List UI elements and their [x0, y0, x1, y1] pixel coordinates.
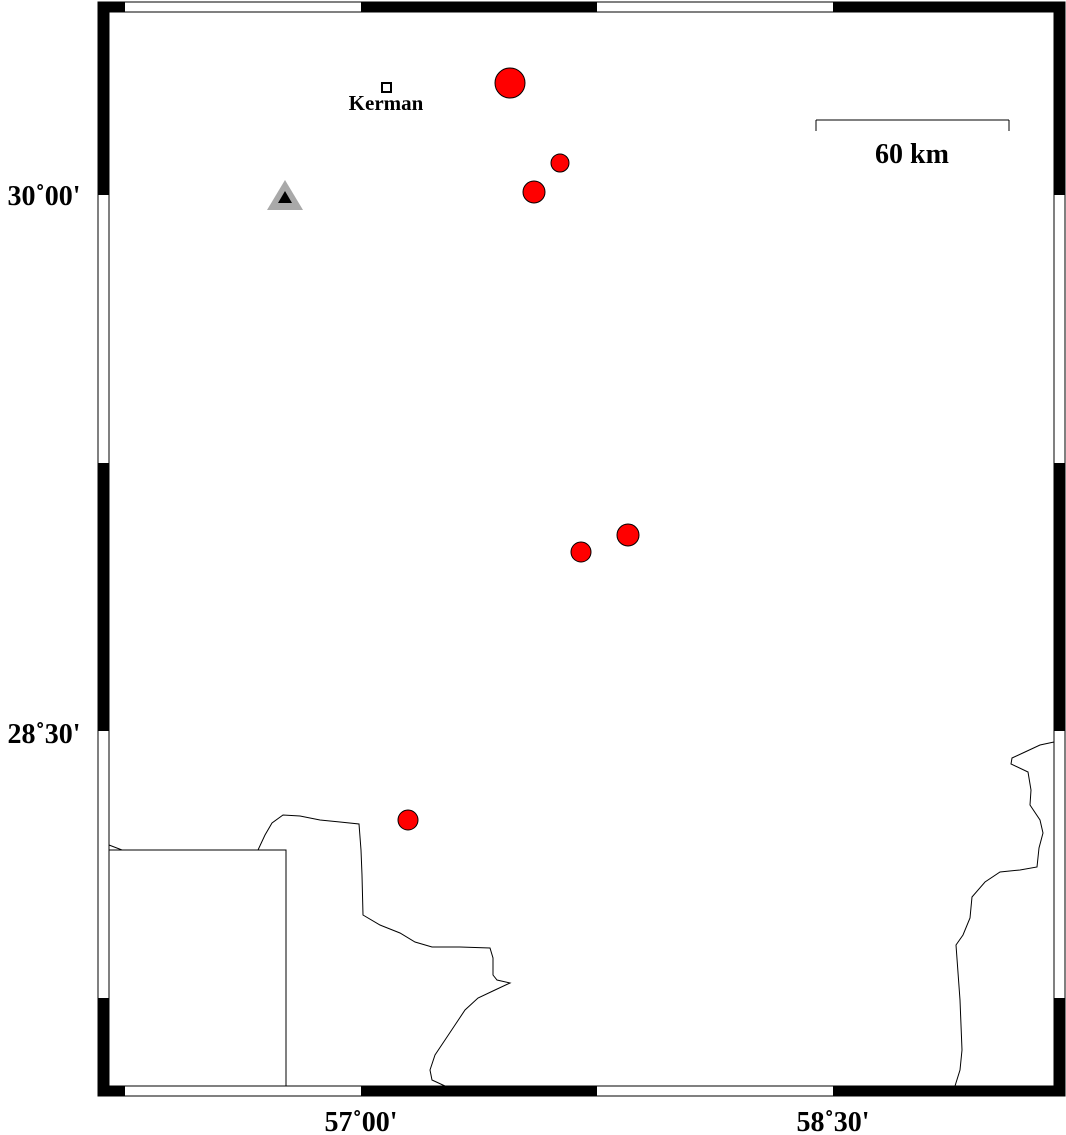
x-axis-label-58-30: 58˚30': [796, 1107, 869, 1135]
event-marker: [616, 523, 640, 547]
city-marker-kerman: Kerman: [349, 82, 424, 115]
station-triangle-icon: [267, 180, 303, 210]
event-marker: [494, 67, 526, 99]
city-label: Kerman: [349, 91, 424, 115]
y-axis-label-30-00: 30˚00': [7, 181, 80, 212]
earthquake-events: [397, 67, 640, 831]
station-triangle-inner: [278, 191, 292, 203]
inset-box: [108, 849, 287, 1087]
scale-bar: [815, 119, 1010, 131]
event-marker: [550, 153, 570, 173]
y-axis-label-28-30: 28˚30': [7, 719, 80, 750]
coastline: [108, 741, 1055, 1087]
event-marker: [397, 809, 419, 831]
scale-bar-label: 60 km: [875, 139, 949, 170]
map-frame: [97, 1, 1066, 1097]
event-marker: [522, 180, 546, 204]
event-marker: [570, 541, 592, 563]
x-axis-label-57-00: 57˚00': [324, 1107, 397, 1135]
